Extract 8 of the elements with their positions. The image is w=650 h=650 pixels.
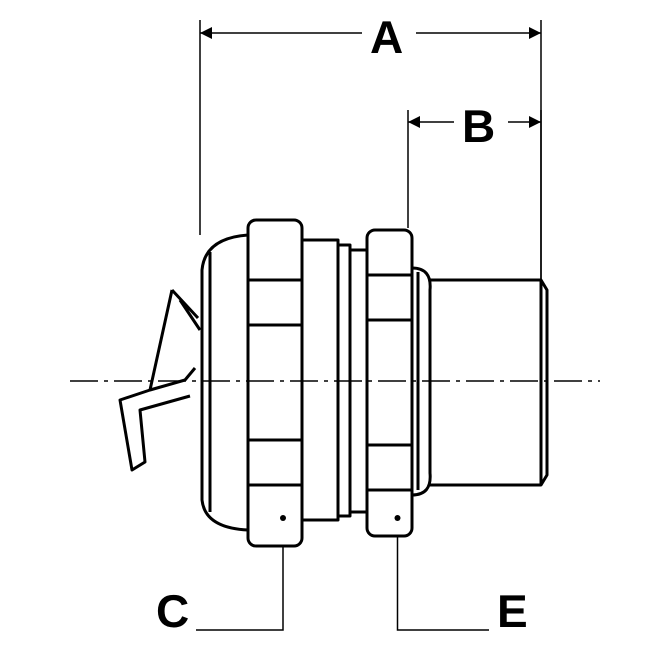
leader-line [196, 546, 284, 631]
leader-line [396, 536, 489, 631]
hex-nut-drawing [246, 218, 304, 548]
dimension-label: A [370, 14, 404, 60]
callout-letter: C [156, 588, 190, 634]
hex-nut-drawing [366, 228, 414, 538]
dimension-label: B [462, 103, 496, 149]
callout-letter: E [497, 588, 528, 634]
